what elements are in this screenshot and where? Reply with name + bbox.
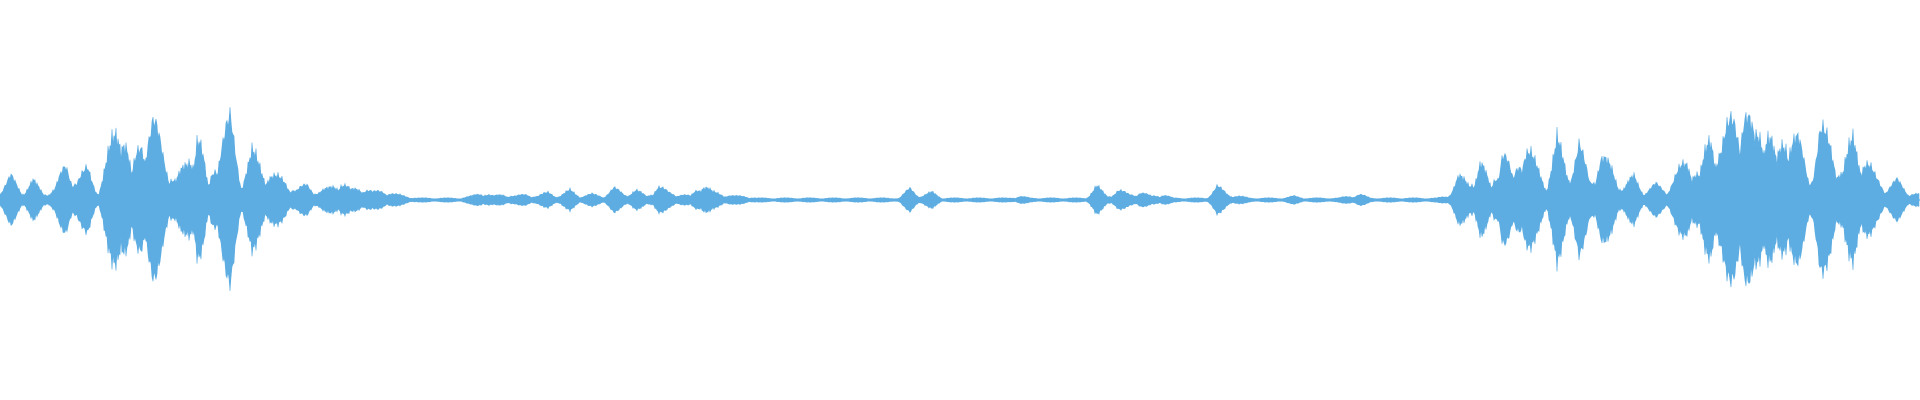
waveform-shape [0, 107, 1920, 291]
